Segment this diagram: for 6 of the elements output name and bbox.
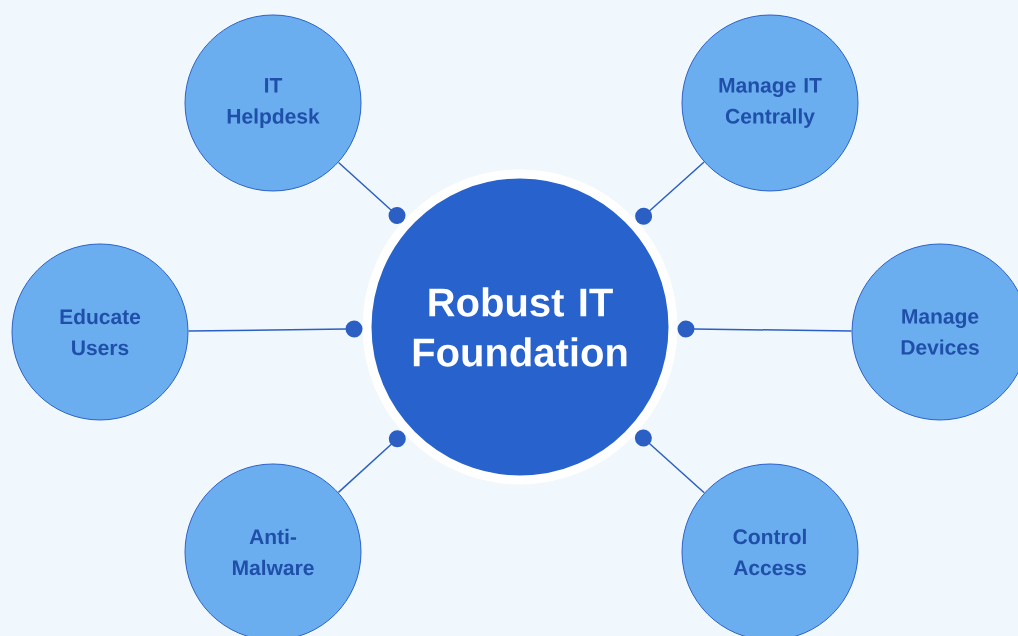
connector — [635, 161, 705, 225]
connector — [634, 429, 705, 494]
connector — [187, 320, 363, 338]
connector — [677, 320, 853, 338]
connector — [337, 161, 406, 224]
connector — [337, 430, 406, 494]
